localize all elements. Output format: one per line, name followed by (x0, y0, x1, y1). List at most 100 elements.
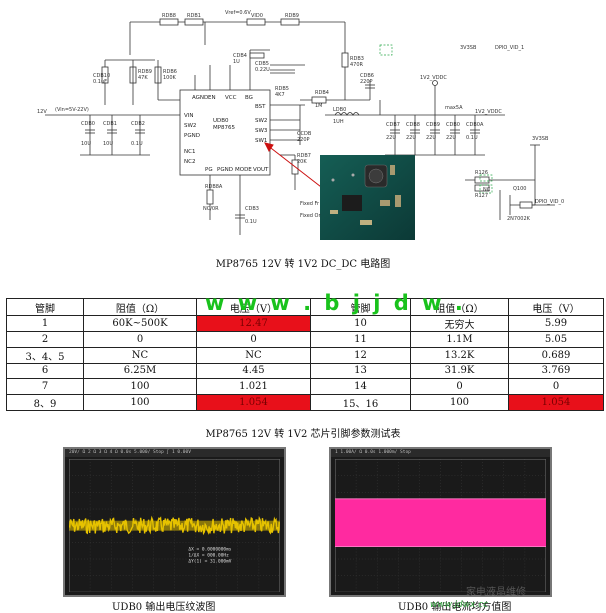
svg-text:R127: R127 (475, 193, 488, 199)
svg-text:CDB3: CDB3 (245, 206, 259, 212)
chip-part: MP8765 (213, 125, 236, 131)
svg-text:CCDB: CCDB (297, 131, 312, 137)
svg-text:BG: BG (245, 95, 253, 101)
svg-text:220P: 220P (297, 137, 310, 143)
table-cell: 无穷大 (410, 315, 509, 332)
table-cell: 15、16 (310, 393, 411, 411)
table-cell: 1.021 (196, 378, 311, 395)
net-label-vin-range: (Vin=5V-22V) (55, 107, 89, 113)
svg-text:EN: EN (208, 95, 216, 101)
table-cell: 1.1M (410, 331, 509, 348)
logo-text: 家电液晶维修 (466, 587, 526, 598)
svg-text:LDB0: LDB0 (333, 107, 346, 113)
table-header-row: 管脚 阻值（Ω） 电压（V） 管脚 阻值（Ω） 电压（V） (6, 298, 604, 316)
svg-text:CDB8: CDB8 (406, 122, 420, 128)
table-cell: 6 (6, 362, 84, 379)
svg-text:220P: 220P (360, 79, 373, 85)
scope-ripple-caption: UDB0 输出电压纹波图 (112, 602, 216, 613)
svg-text:NC: NC (483, 187, 491, 193)
svg-text:1M: 1M (315, 103, 323, 109)
svg-text:PGND: PGND (217, 167, 233, 173)
scope-measurement: ΔY(1) = 31.000mV (188, 559, 231, 565)
svg-text:CDB7: CDB7 (386, 122, 400, 128)
svg-text:RDB3: RDB3 (350, 56, 364, 62)
table-cell: 11 (310, 331, 411, 348)
watermark: w w w . b j j d w . (205, 291, 466, 315)
svg-text:CDB2: CDB2 (131, 121, 145, 127)
svg-text:22U: 22U (386, 135, 396, 141)
net-label-max5a: max5A (445, 105, 463, 111)
table-cell: 5.99 (508, 315, 604, 332)
svg-text:NC1: NC1 (184, 149, 195, 155)
circuit-schematic: 12V (Vin=5V-22V) Vref=0.6V RDB8 RDB1 VID… (37, 10, 564, 240)
svg-text:VID0: VID0 (251, 13, 263, 19)
svg-text:RDB5: RDB5 (275, 86, 289, 92)
table-cell: 100 (410, 393, 509, 411)
svg-text:RDB1: RDB1 (187, 13, 201, 19)
svg-text:RDB9: RDB9 (138, 69, 152, 75)
svg-text:RDB8A: RDB8A (205, 184, 223, 190)
svg-text:MODE: MODE (235, 167, 252, 173)
svg-text:1U: 1U (233, 59, 240, 65)
table-cell: 100 (83, 378, 197, 395)
svg-text:NC2: NC2 (184, 159, 195, 165)
svg-text:4K7: 4K7 (275, 92, 285, 98)
svg-text:10U: 10U (103, 141, 113, 147)
svg-text:10U: 10U (81, 141, 91, 147)
svg-text:20K: 20K (297, 159, 307, 165)
table-cell: 8、9 (6, 393, 84, 411)
svg-text:Fixed Or: Fixed Or (300, 213, 321, 219)
net-label-vid0: DPIO_VID_0 (535, 199, 564, 205)
svg-text:Q100: Q100 (513, 186, 526, 192)
header-resistance: 阻值（Ω） (83, 298, 197, 316)
svg-text:AGND: AGND (192, 95, 208, 101)
table-cell: 1.054 (196, 393, 311, 411)
svg-text:22U: 22U (426, 135, 436, 141)
svg-text:VOUT: VOUT (253, 167, 269, 173)
table-cell: 12 (310, 346, 411, 364)
svg-text:22U: 22U (406, 135, 416, 141)
svg-text:CDB0A: CDB0A (466, 122, 484, 128)
scope-ripple: 20V/ Ω 2 Ω 3 Ω 4 Ω 0.0s 5.000/ Stop ∫ 1 … (63, 447, 286, 597)
svg-text:RDB8: RDB8 (162, 13, 176, 19)
svg-text:22U: 22U (446, 135, 456, 141)
net-label-12v: 12V (37, 109, 47, 115)
table-cell: 13 (310, 362, 411, 379)
svg-text:SW3: SW3 (255, 128, 268, 134)
svg-text:SW2: SW2 (255, 118, 267, 124)
scope-current-caption: UDB0 输出电流均方值图 (398, 602, 512, 613)
svg-text:CDB1: CDB1 (103, 121, 117, 127)
table-cell: 60K~500K (83, 315, 197, 332)
table-caption: MP8765 12V 转 1V2 芯片引脚参数测试表 (205, 429, 401, 440)
svg-text:VIN: VIN (184, 113, 194, 119)
svg-text:0.22U: 0.22U (255, 67, 270, 73)
table-cell: 7 (6, 378, 84, 395)
svg-text:RDB7: RDB7 (297, 153, 311, 159)
table-cell: 0 (410, 378, 509, 395)
table-cell: 10 (310, 315, 411, 332)
svg-text:R126: R126 (475, 170, 488, 176)
svg-text:2N7002K: 2N7002K (507, 216, 531, 222)
svg-text:0.1U: 0.1U (245, 219, 257, 225)
svg-text:0.1U: 0.1U (466, 135, 478, 141)
svg-text:BST: BST (255, 104, 266, 110)
svg-text:CDB4: CDB4 (233, 53, 247, 59)
scope-ripple-status: 20V/ Ω 2 Ω 3 Ω 4 Ω 0.0s 5.000/ Stop ∫ 1 … (65, 449, 284, 457)
table-cell: 0 (508, 378, 604, 395)
svg-text:47K: 47K (138, 75, 148, 81)
table-cell: 3、4、5 (6, 346, 84, 364)
svg-text:CDB0: CDB0 (446, 122, 460, 128)
scope-current: 1 1.00A/ Ω 0.0s 1.000m/ Stop (329, 447, 552, 597)
svg-text:Fixed Fr: Fixed Fr (300, 201, 320, 207)
svg-text:NC/0R: NC/0R (203, 206, 219, 212)
table-cell: 31.9K (410, 362, 509, 379)
table-cell: NC (196, 346, 311, 364)
scope-measurement: 1/ΔX = 000.00Hz (188, 553, 229, 559)
table-cell: 1.054 (508, 393, 604, 411)
